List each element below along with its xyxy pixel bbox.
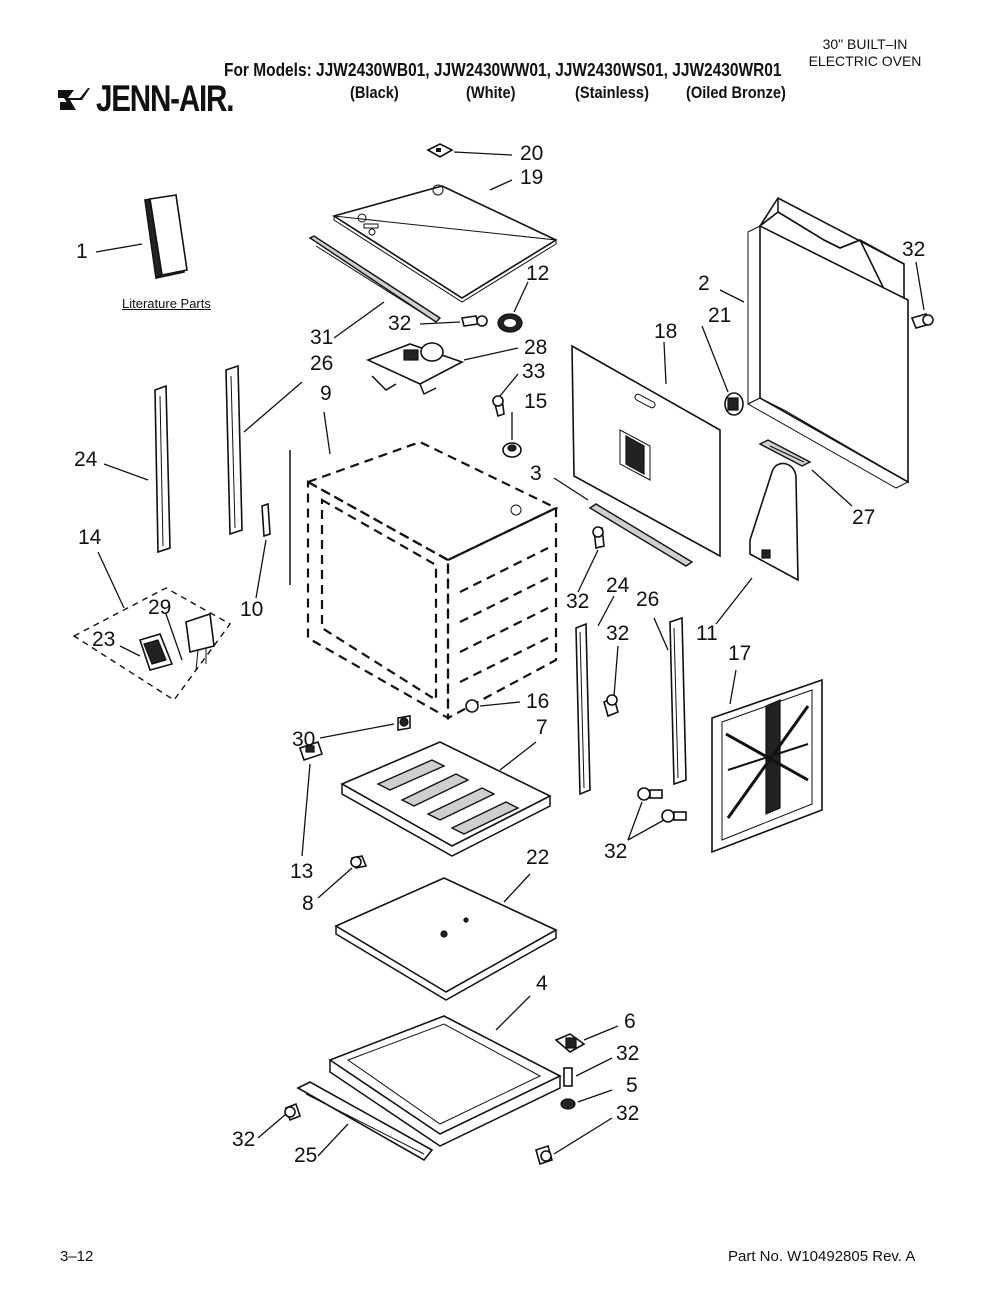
part-6-bracket <box>554 1033 586 1053</box>
finish-oiled-bronze: (Oiled Bronze) <box>686 83 786 102</box>
callout-25: 25 <box>294 1144 318 1167</box>
part-number: Part No. W10492805 Rev. A <box>728 1248 916 1265</box>
part-5-nut <box>560 1098 576 1110</box>
part-24-rail-right <box>575 622 591 796</box>
part-12-fan <box>497 313 523 333</box>
callout-11: 11 <box>696 622 718 645</box>
callout-32-a: 32 <box>388 312 412 335</box>
part-2-outer-wrapper <box>746 196 910 489</box>
part-32-screw-rail <box>603 694 619 718</box>
part-32-screw-right <box>910 313 934 329</box>
callout-27: 27 <box>852 506 876 529</box>
part-26-rail-right <box>669 616 687 786</box>
callout-8: 8 <box>302 892 314 915</box>
part-18-rear-panel <box>571 344 721 558</box>
jenn-air-logo-icon <box>58 88 90 110</box>
part-32-screw-top <box>461 315 488 327</box>
callout-23: 23 <box>92 628 116 651</box>
part-16-screw <box>465 699 479 713</box>
callout-15: 15 <box>524 390 548 413</box>
finish-stainless: (Stainless) <box>575 83 649 102</box>
callout-13: 13 <box>290 860 314 883</box>
part-22-floor-panel <box>334 877 558 1001</box>
product-line-1: 30" BUILT–IN <box>822 36 908 52</box>
callout-20: 20 <box>520 142 544 165</box>
part-28-motor-assembly <box>365 342 465 396</box>
callout-24-b: 24 <box>606 574 630 597</box>
callout-7: 7 <box>536 716 548 739</box>
part-30-screw <box>397 715 411 731</box>
part-24-rail-left <box>154 384 171 554</box>
callout-29: 29 <box>148 596 172 619</box>
part-26-rail-left <box>225 364 243 536</box>
callout-31: 31 <box>310 326 334 349</box>
callout-10: 10 <box>240 598 264 621</box>
callout-2: 2 <box>698 272 710 295</box>
callout-12: 12 <box>526 262 550 285</box>
callout-26-b: 26 <box>636 588 660 611</box>
part-13-clip <box>298 740 324 762</box>
part-3-strip <box>588 503 694 567</box>
callout-18: 18 <box>654 320 678 343</box>
part-27-strip <box>758 439 812 467</box>
callout-32-f: 32 <box>616 1042 640 1065</box>
brand-logo-text: JENN-AIR. <box>96 78 234 119</box>
callout-32-b: 32 <box>902 238 926 261</box>
callout-1: 1 <box>76 240 88 263</box>
callout-28: 28 <box>524 336 548 359</box>
part-32-screws-lower <box>637 787 687 823</box>
callout-16: 16 <box>526 690 550 713</box>
callout-19: 19 <box>520 166 544 189</box>
part-4-bottom-frame <box>328 1015 562 1147</box>
callout-33: 33 <box>522 360 546 383</box>
part-20-clip <box>426 143 454 158</box>
callout-24-a: 24 <box>74 448 98 471</box>
part-25-front-rail <box>296 1081 434 1162</box>
callout-32-e: 32 <box>604 840 628 863</box>
part-7-bottom-tray <box>340 741 552 857</box>
part-21-thermostat <box>724 392 744 416</box>
part-33-screw <box>492 395 505 418</box>
product-line-2: ELECTRIC OVEN <box>808 53 922 69</box>
part-32-screw-bottom-right <box>535 1144 553 1166</box>
callout-4: 4 <box>536 972 548 995</box>
part-32-screw-rear <box>592 526 605 549</box>
callout-21: 21 <box>708 304 732 327</box>
callout-30: 30 <box>292 728 316 751</box>
callout-5: 5 <box>626 1074 638 1097</box>
part-19-top-panel <box>332 184 558 303</box>
callout-32-h: 32 <box>232 1128 256 1151</box>
callout-leaders <box>95 151 925 1157</box>
part-14-lamp-assembly <box>72 587 232 701</box>
finish-black: (Black) <box>350 83 399 102</box>
part-17-door-frame <box>711 678 823 854</box>
callout-17: 17 <box>728 642 752 665</box>
part-11-shield <box>749 462 799 582</box>
callout-9: 9 <box>320 382 332 405</box>
part-15-bushing <box>502 442 522 458</box>
part-32-leveling-screw <box>563 1067 573 1087</box>
callout-32-d: 32 <box>606 622 630 645</box>
part-32-screw-bottom-left <box>284 1102 301 1122</box>
part-8-screw <box>350 855 368 869</box>
literature-parts-label: Literature Parts <box>122 296 211 311</box>
models-line: For Models: JJW2430WB01, JJW2430WW01, JJ… <box>224 60 782 80</box>
callout-6: 6 <box>624 1010 636 1033</box>
part-31-trim-strip <box>308 235 442 323</box>
finish-white: (White) <box>466 83 516 102</box>
page-number: 3–12 <box>60 1248 94 1265</box>
callout-3: 3 <box>530 462 542 485</box>
part-9-oven-cavity <box>289 440 559 720</box>
callout-32-g: 32 <box>616 1102 640 1125</box>
callout-32-c: 32 <box>566 590 590 613</box>
callout-14: 14 <box>78 526 102 549</box>
callout-26-a: 26 <box>310 352 334 375</box>
callout-22: 22 <box>526 846 550 869</box>
part-10-strip <box>261 502 271 538</box>
literature-parts-booklet <box>144 194 188 279</box>
